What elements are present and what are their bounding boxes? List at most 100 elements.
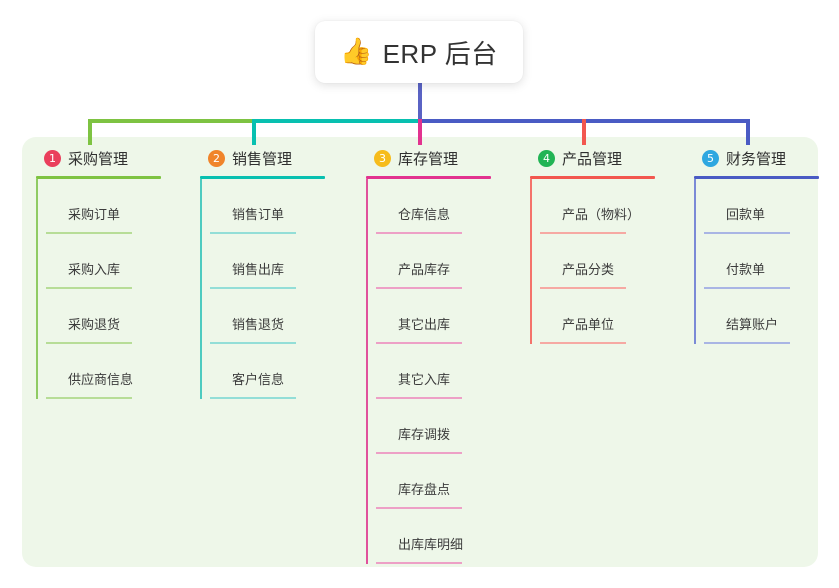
branch-child-underline: [376, 397, 462, 399]
branch-number-badge: 3: [374, 149, 391, 167]
branch-child-label: 出库库明细: [398, 537, 464, 552]
branch-child-label: 库存调拨: [398, 427, 451, 442]
branch-child-item[interactable]: 仓库信息: [376, 179, 516, 234]
branch-child-underline: [540, 342, 626, 344]
branch-child-label: 其它入库: [398, 372, 451, 387]
branch-child-item[interactable]: 其它入库: [376, 344, 516, 399]
branch-spine: [200, 179, 202, 399]
branch-child-underline: [540, 232, 626, 234]
branch-child-underline: [210, 287, 296, 289]
branch-number-badge: 4: [538, 149, 555, 167]
branch-child-item[interactable]: 产品单位: [540, 289, 680, 344]
branch-child-item[interactable]: 销售退货: [210, 289, 350, 344]
branch-child-label: 产品分类: [562, 262, 615, 277]
branch-title-underline: [36, 176, 161, 179]
diagram-panel: [22, 137, 818, 567]
branch-header-1[interactable]: 1 采购管理: [36, 146, 186, 170]
branch-title: 财务管理: [726, 150, 787, 168]
branch-child-underline: [46, 342, 132, 344]
branch-child-label: 产品库存: [398, 262, 451, 277]
branch-child-item[interactable]: 销售订单: [210, 179, 350, 234]
branch-child-item[interactable]: 库存盘点: [376, 454, 516, 509]
branch-children: 回款单付款单结算账户: [694, 179, 839, 344]
branch-spine: [694, 179, 696, 344]
thumbs-up-icon: 👍: [340, 36, 373, 66]
branch-child-item[interactable]: 供应商信息: [46, 344, 186, 399]
branch-child-label: 产品（物料）: [562, 207, 641, 222]
branch-child-underline: [376, 287, 462, 289]
connector-drop-3: [418, 119, 422, 145]
branch-title: 销售管理: [232, 150, 293, 168]
branch-child-item[interactable]: 销售出库: [210, 234, 350, 289]
branch-number-badge: 5: [702, 149, 719, 167]
branch-child-underline: [376, 507, 462, 509]
branch-child-item[interactable]: 其它出库: [376, 289, 516, 344]
branch-child-item[interactable]: 采购入库: [46, 234, 186, 289]
branch-number-badge: 2: [208, 149, 225, 167]
connector-drop-1: [88, 119, 92, 145]
branch-child-item[interactable]: 采购退货: [46, 289, 186, 344]
branch-header-4[interactable]: 4 产品管理: [530, 146, 680, 170]
branch-child-item[interactable]: 结算账户: [704, 289, 839, 344]
branch-title: 采购管理: [68, 150, 129, 168]
branch-child-underline: [704, 232, 790, 234]
connector-segment-teal: [252, 119, 420, 123]
branch-child-label: 销售出库: [232, 262, 285, 277]
branch-column-1: 1 采购管理采购订单采购入库采购退货供应商信息: [36, 146, 186, 399]
branch-spine: [36, 179, 38, 399]
branch-column-3: 3 库存管理仓库信息产品库存其它出库其它入库库存调拨库存盘点出库库明细: [366, 146, 516, 564]
branch-child-underline: [210, 397, 296, 399]
branch-child-item[interactable]: 库存调拨: [376, 399, 516, 454]
branch-child-label: 仓库信息: [398, 207, 451, 222]
branch-child-item[interactable]: 产品（物料）: [540, 179, 680, 234]
root-node[interactable]: 👍 ERP 后台: [315, 21, 523, 83]
branch-child-item[interactable]: 采购订单: [46, 179, 186, 234]
connector-segment-green: [88, 119, 254, 123]
branch-child-item[interactable]: 付款单: [704, 234, 839, 289]
branch-child-underline: [46, 232, 132, 234]
branch-header-5[interactable]: 5 财务管理: [694, 146, 839, 170]
branch-column-5: 5 财务管理回款单付款单结算账户: [694, 146, 839, 344]
branch-children: 产品（物料） 产品分类产品单位: [530, 179, 680, 344]
branch-child-label: 产品单位: [562, 317, 615, 332]
connector-drop-4: [582, 119, 586, 145]
branch-child-item[interactable]: 客户信息: [210, 344, 350, 399]
branch-child-underline: [210, 342, 296, 344]
branch-child-underline: [540, 287, 626, 289]
branch-child-item[interactable]: 产品库存: [376, 234, 516, 289]
branch-child-underline: [46, 287, 132, 289]
branch-child-item[interactable]: 出库库明细: [376, 509, 516, 564]
branch-spine: [530, 179, 532, 344]
branch-title-underline: [366, 176, 491, 179]
branch-child-label: 采购退货: [68, 317, 121, 332]
branch-child-underline: [46, 397, 132, 399]
branch-child-label: 采购订单: [68, 207, 121, 222]
root-title: ERP 后台: [382, 38, 498, 69]
branch-children: 销售订单销售出库销售退货客户信息: [200, 179, 350, 399]
branch-child-underline: [376, 562, 462, 564]
connector-drop-5: [746, 119, 750, 145]
branch-child-label: 客户信息: [232, 372, 285, 387]
branch-number-badge: 1: [44, 149, 61, 167]
branch-header-2[interactable]: 2 销售管理: [200, 146, 350, 170]
branch-child-underline: [376, 232, 462, 234]
branch-column-2: 2 销售管理销售订单销售出库销售退货客户信息: [200, 146, 350, 399]
branch-title: 库存管理: [398, 150, 459, 168]
branch-child-label: 其它出库: [398, 317, 451, 332]
branch-child-underline: [376, 342, 462, 344]
branch-header-3[interactable]: 3 库存管理: [366, 146, 516, 170]
branch-column-4: 4 产品管理产品（物料） 产品分类产品单位: [530, 146, 680, 344]
branch-child-label: 销售订单: [232, 207, 285, 222]
root-stem: [418, 83, 422, 121]
branch-title-underline: [694, 176, 819, 179]
branch-children: 仓库信息产品库存其它出库其它入库库存调拨库存盘点出库库明细: [366, 179, 516, 564]
branch-title: 产品管理: [562, 150, 623, 168]
branch-child-item[interactable]: 产品分类: [540, 234, 680, 289]
branch-child-underline: [704, 287, 790, 289]
branch-child-label: 库存盘点: [398, 482, 451, 497]
branch-spine: [366, 179, 368, 564]
branch-child-item[interactable]: 回款单: [704, 179, 839, 234]
branch-title-underline: [530, 176, 655, 179]
branch-child-underline: [210, 232, 296, 234]
branch-child-label: 采购入库: [68, 262, 121, 277]
